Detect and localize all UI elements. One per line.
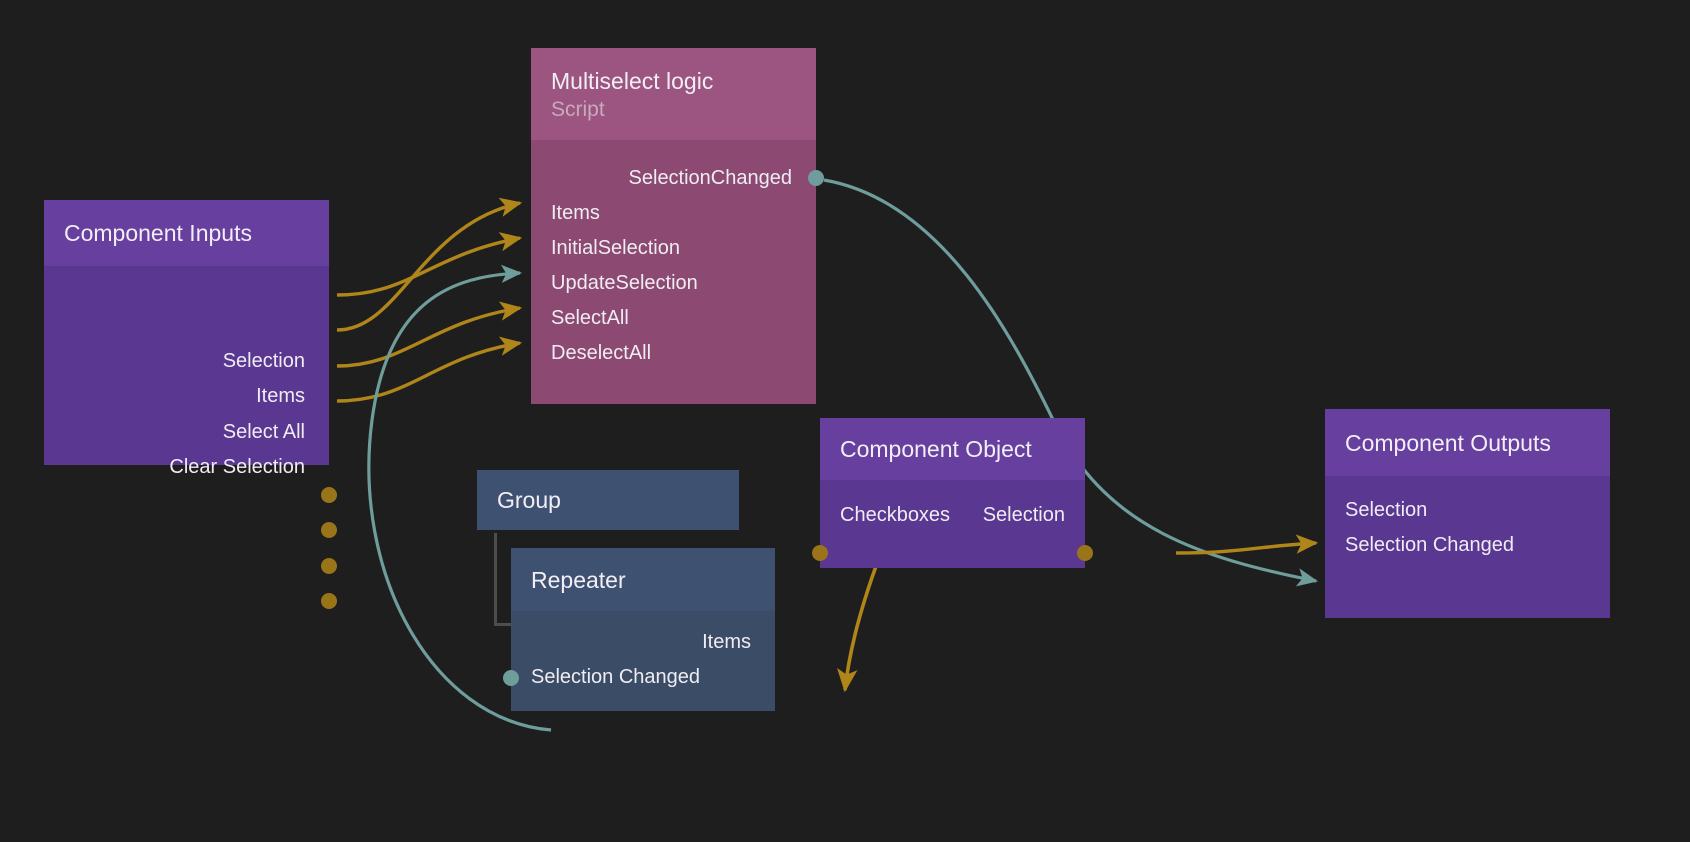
node-repeater-header: Repeater — [511, 548, 775, 611]
port-row-selection-changed[interactable]: Selection Changed — [531, 664, 700, 690]
node-component-outputs-body: Selection Selection Changed — [1325, 476, 1610, 618]
node-component-inputs-header: Component Inputs — [44, 200, 329, 266]
port-label: Items — [551, 202, 600, 224]
node-component-object-header: Component Object — [820, 418, 1085, 480]
port-row-items[interactable]: Items — [256, 383, 305, 409]
port-row-items[interactable]: Items — [551, 200, 600, 226]
port-row-initialselection[interactable]: InitialSelection — [551, 235, 680, 261]
port-label: Selection — [982, 504, 1065, 526]
port-label: Selection Changed — [1345, 534, 1515, 556]
wire-inputs-selection-to-logic-initialselection — [336, 232, 523, 297]
node-multiselect-logic-header: Multiselect logic Script — [531, 48, 816, 140]
node-title: Component Object — [840, 436, 1032, 462]
node-repeater-body: Items Selection Changed — [511, 611, 775, 711]
port-row-items[interactable]: Items — [702, 629, 751, 655]
port-label: SelectAll — [551, 307, 629, 329]
node-title: Repeater — [531, 566, 626, 593]
node-repeater[interactable]: Repeater Items Selection Changed — [503, 548, 775, 711]
wire-object-selection-to-outputs-selection — [1175, 534, 1319, 555]
port-dot-select-all[interactable] — [321, 558, 337, 574]
node-title: Component Outputs — [1345, 429, 1551, 456]
port-label: Clear Selection — [169, 456, 305, 478]
node-multiselect-logic-body: SelectionChanged Items InitialSelection … — [531, 140, 816, 404]
port-label: SelectionChanged — [628, 167, 792, 189]
port-label: Selection Changed — [531, 666, 701, 688]
node-component-inputs-body: Selection Items Select All Clear Selecti… — [44, 266, 329, 478]
node-title: Group — [497, 487, 561, 513]
port-dot-checkboxes[interactable] — [812, 545, 828, 561]
port-row-updateselection[interactable]: UpdateSelection — [551, 270, 698, 296]
node-title: Multiselect logic — [551, 67, 714, 94]
port-row-selection[interactable]: Selection — [223, 348, 305, 374]
port-row-select-all[interactable]: Select All — [223, 419, 305, 445]
port-label: Selection — [1345, 499, 1428, 521]
node-subtype-label: Script — [551, 97, 605, 121]
node-component-outputs[interactable]: Component Outputs Selection Selection Ch… — [1325, 409, 1610, 618]
node-group-header: Group — [477, 470, 739, 530]
node-component-inputs[interactable]: Component Inputs Selection Items Select … — [44, 200, 337, 609]
port-row-clear-selection[interactable]: Clear Selection — [169, 454, 305, 480]
wire-object-checkboxes-to-repeater-items — [837, 557, 881, 693]
port-label: DeselectAll — [551, 342, 652, 364]
node-title: Component Inputs — [64, 220, 252, 246]
port-row-selection[interactable]: Selection — [983, 502, 1065, 528]
port-dot-selectionchanged[interactable] — [808, 170, 824, 186]
port-dot-clear-selection[interactable] — [321, 593, 337, 609]
port-row-checkboxes[interactable]: Checkboxes — [840, 502, 950, 528]
port-label: Checkboxes — [840, 504, 951, 526]
port-label: InitialSelection — [551, 237, 680, 259]
port-label: UpdateSelection — [551, 272, 698, 294]
wire-inputs-selectall-to-logic-selectall — [336, 301, 523, 368]
node-multiselect-logic[interactable]: Multiselect logic Script SelectionChange… — [531, 48, 824, 404]
port-row-selection[interactable]: Selection — [1345, 497, 1427, 523]
port-dot-selection-changed[interactable] — [503, 670, 519, 686]
port-row-selection-changed[interactable]: Selection Changed — [1345, 532, 1514, 558]
wire-inputs-clearselection-to-logic-deselectall — [336, 336, 523, 403]
port-label: Items — [256, 385, 305, 407]
node-component-object[interactable]: Component Object Checkboxes Selection — [812, 418, 1093, 568]
port-row-selectionchanged[interactable]: SelectionChanged — [629, 165, 792, 191]
node-component-outputs-header: Component Outputs — [1325, 409, 1610, 476]
node-group[interactable]: Group — [477, 470, 739, 530]
port-label: Select All — [222, 421, 305, 443]
port-row-deselectall[interactable]: DeselectAll — [551, 340, 651, 366]
port-label: Selection — [222, 350, 305, 372]
node-component-object-body: Checkboxes Selection — [820, 480, 1085, 568]
port-row-selectall[interactable]: SelectAll — [551, 305, 629, 331]
port-dot-selection[interactable] — [321, 487, 337, 503]
port-dot-selection[interactable] — [1077, 545, 1093, 561]
wire-inputs-items-to-logic-items — [336, 197, 523, 332]
port-dot-items[interactable] — [321, 522, 337, 538]
port-label: Items — [702, 631, 751, 653]
